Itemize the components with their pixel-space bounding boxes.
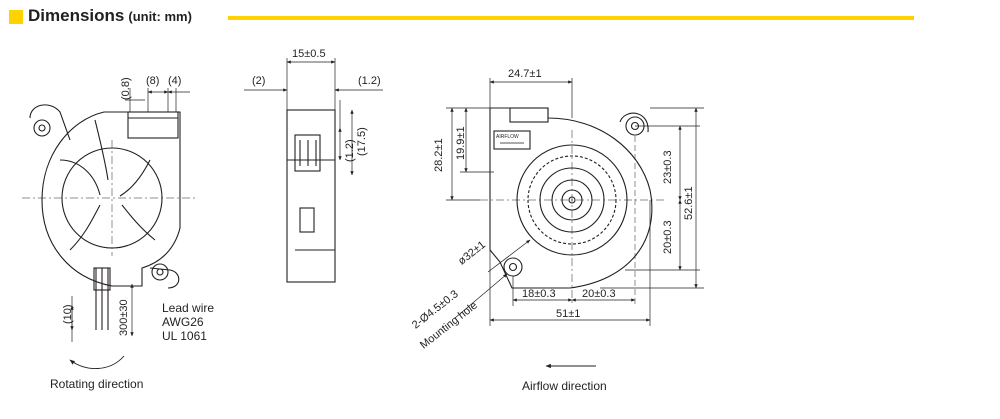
dim-8-label: (8) (146, 75, 160, 87)
dim-0-8-label: (0.8) (120, 77, 132, 100)
side-body (286, 109, 336, 283)
dim-4-label: (4) (168, 75, 182, 87)
rotating-direction-label: Rotating direction (50, 377, 144, 391)
height-28-2-label: 28.2±1 (433, 138, 445, 172)
rear-hole-bottom (503, 257, 523, 277)
front-housing-outline (41, 111, 181, 287)
section-title: Dimensions(unit: mm) (28, 6, 192, 26)
lead-length-label: 300±30 (118, 299, 130, 336)
dim-1-2-side-label: (1.2) (344, 139, 356, 162)
front-ear-top (29, 104, 71, 141)
airflow-direction-label: Airflow direction (522, 379, 607, 393)
rotating-direction-arrow (69, 355, 125, 369)
dim-10-label: (10) (62, 304, 74, 324)
bottom-18-label: 18±0.3 (522, 288, 556, 300)
right-23-label: 23±0.3 (662, 150, 674, 184)
front-hole-bottom (151, 263, 169, 281)
rear-housing-outline (489, 107, 653, 289)
front-connector (127, 111, 179, 139)
side-view (244, 58, 383, 283)
side-connector (294, 134, 321, 172)
airflow-tag-label: AIRFLOW (496, 134, 519, 140)
front-view (22, 88, 196, 369)
header-rule (228, 16, 914, 20)
dim-2-label: (2) (252, 75, 266, 87)
lead-wire-label: Lead wire (162, 301, 215, 315)
rear-view (446, 78, 704, 369)
airflow-tag-box (493, 130, 531, 150)
front-hole-top (33, 119, 51, 137)
bottom-20-label: 20±0.3 (582, 288, 616, 300)
right-20-label: 20±0.3 (662, 220, 674, 254)
header-accent-square (9, 10, 23, 24)
section-header: Dimensions(unit: mm) (0, 0, 1000, 36)
title-text: Dimensions (28, 6, 125, 25)
side-width-label: 15±0.5 (292, 48, 326, 60)
lead-wires (95, 268, 109, 330)
top-width-label: 24.7±1 (508, 68, 542, 80)
height-19-9-label: 19.9±1 (455, 126, 467, 160)
lead-wire-standard: UL 1061 (162, 329, 207, 343)
lead-wire-gauge: AWG26 (162, 315, 204, 329)
dim-1-2-top-label: (1.2) (358, 75, 381, 87)
unit-note: (unit: mm) (128, 9, 192, 24)
total-width-label: 51±1 (556, 308, 581, 320)
dim-17-5-label: (17.5) (356, 127, 368, 156)
total-height-label: 52.6±1 (683, 186, 695, 220)
front-ear-bottom (149, 267, 180, 289)
